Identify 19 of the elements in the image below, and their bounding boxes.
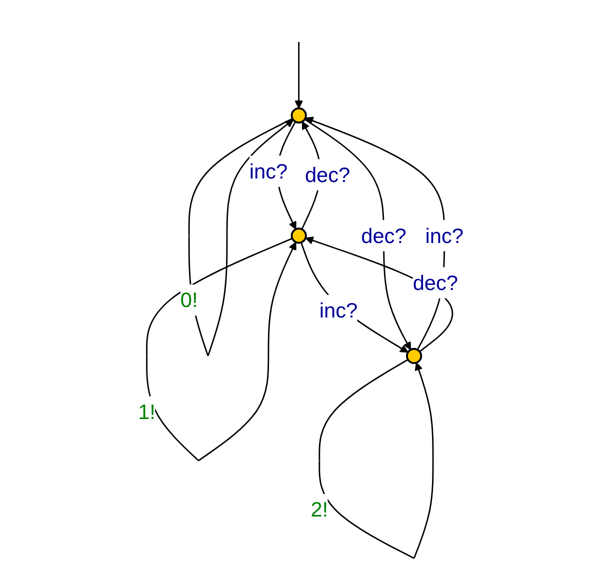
node-circle <box>291 106 308 123</box>
edge-label: dec? <box>413 270 458 294</box>
edge-label: 1! <box>138 400 156 424</box>
edge-label: dec? <box>305 162 350 186</box>
arrow <box>318 358 434 558</box>
arrow <box>305 116 446 350</box>
edge-label: inc? <box>250 158 288 183</box>
arrow <box>294 42 304 108</box>
edge-label: inc? <box>320 298 358 322</box>
edge-label: 2! <box>310 497 328 521</box>
arrow <box>305 236 454 352</box>
edge-label: dec? <box>361 223 407 248</box>
edge-label: inc? <box>425 223 464 248</box>
arrow <box>300 242 409 352</box>
edge-label: 0! <box>180 288 198 312</box>
arrow <box>146 237 297 461</box>
node-circle <box>406 347 422 364</box>
arrow <box>304 118 412 350</box>
node-circle <box>291 227 308 244</box>
